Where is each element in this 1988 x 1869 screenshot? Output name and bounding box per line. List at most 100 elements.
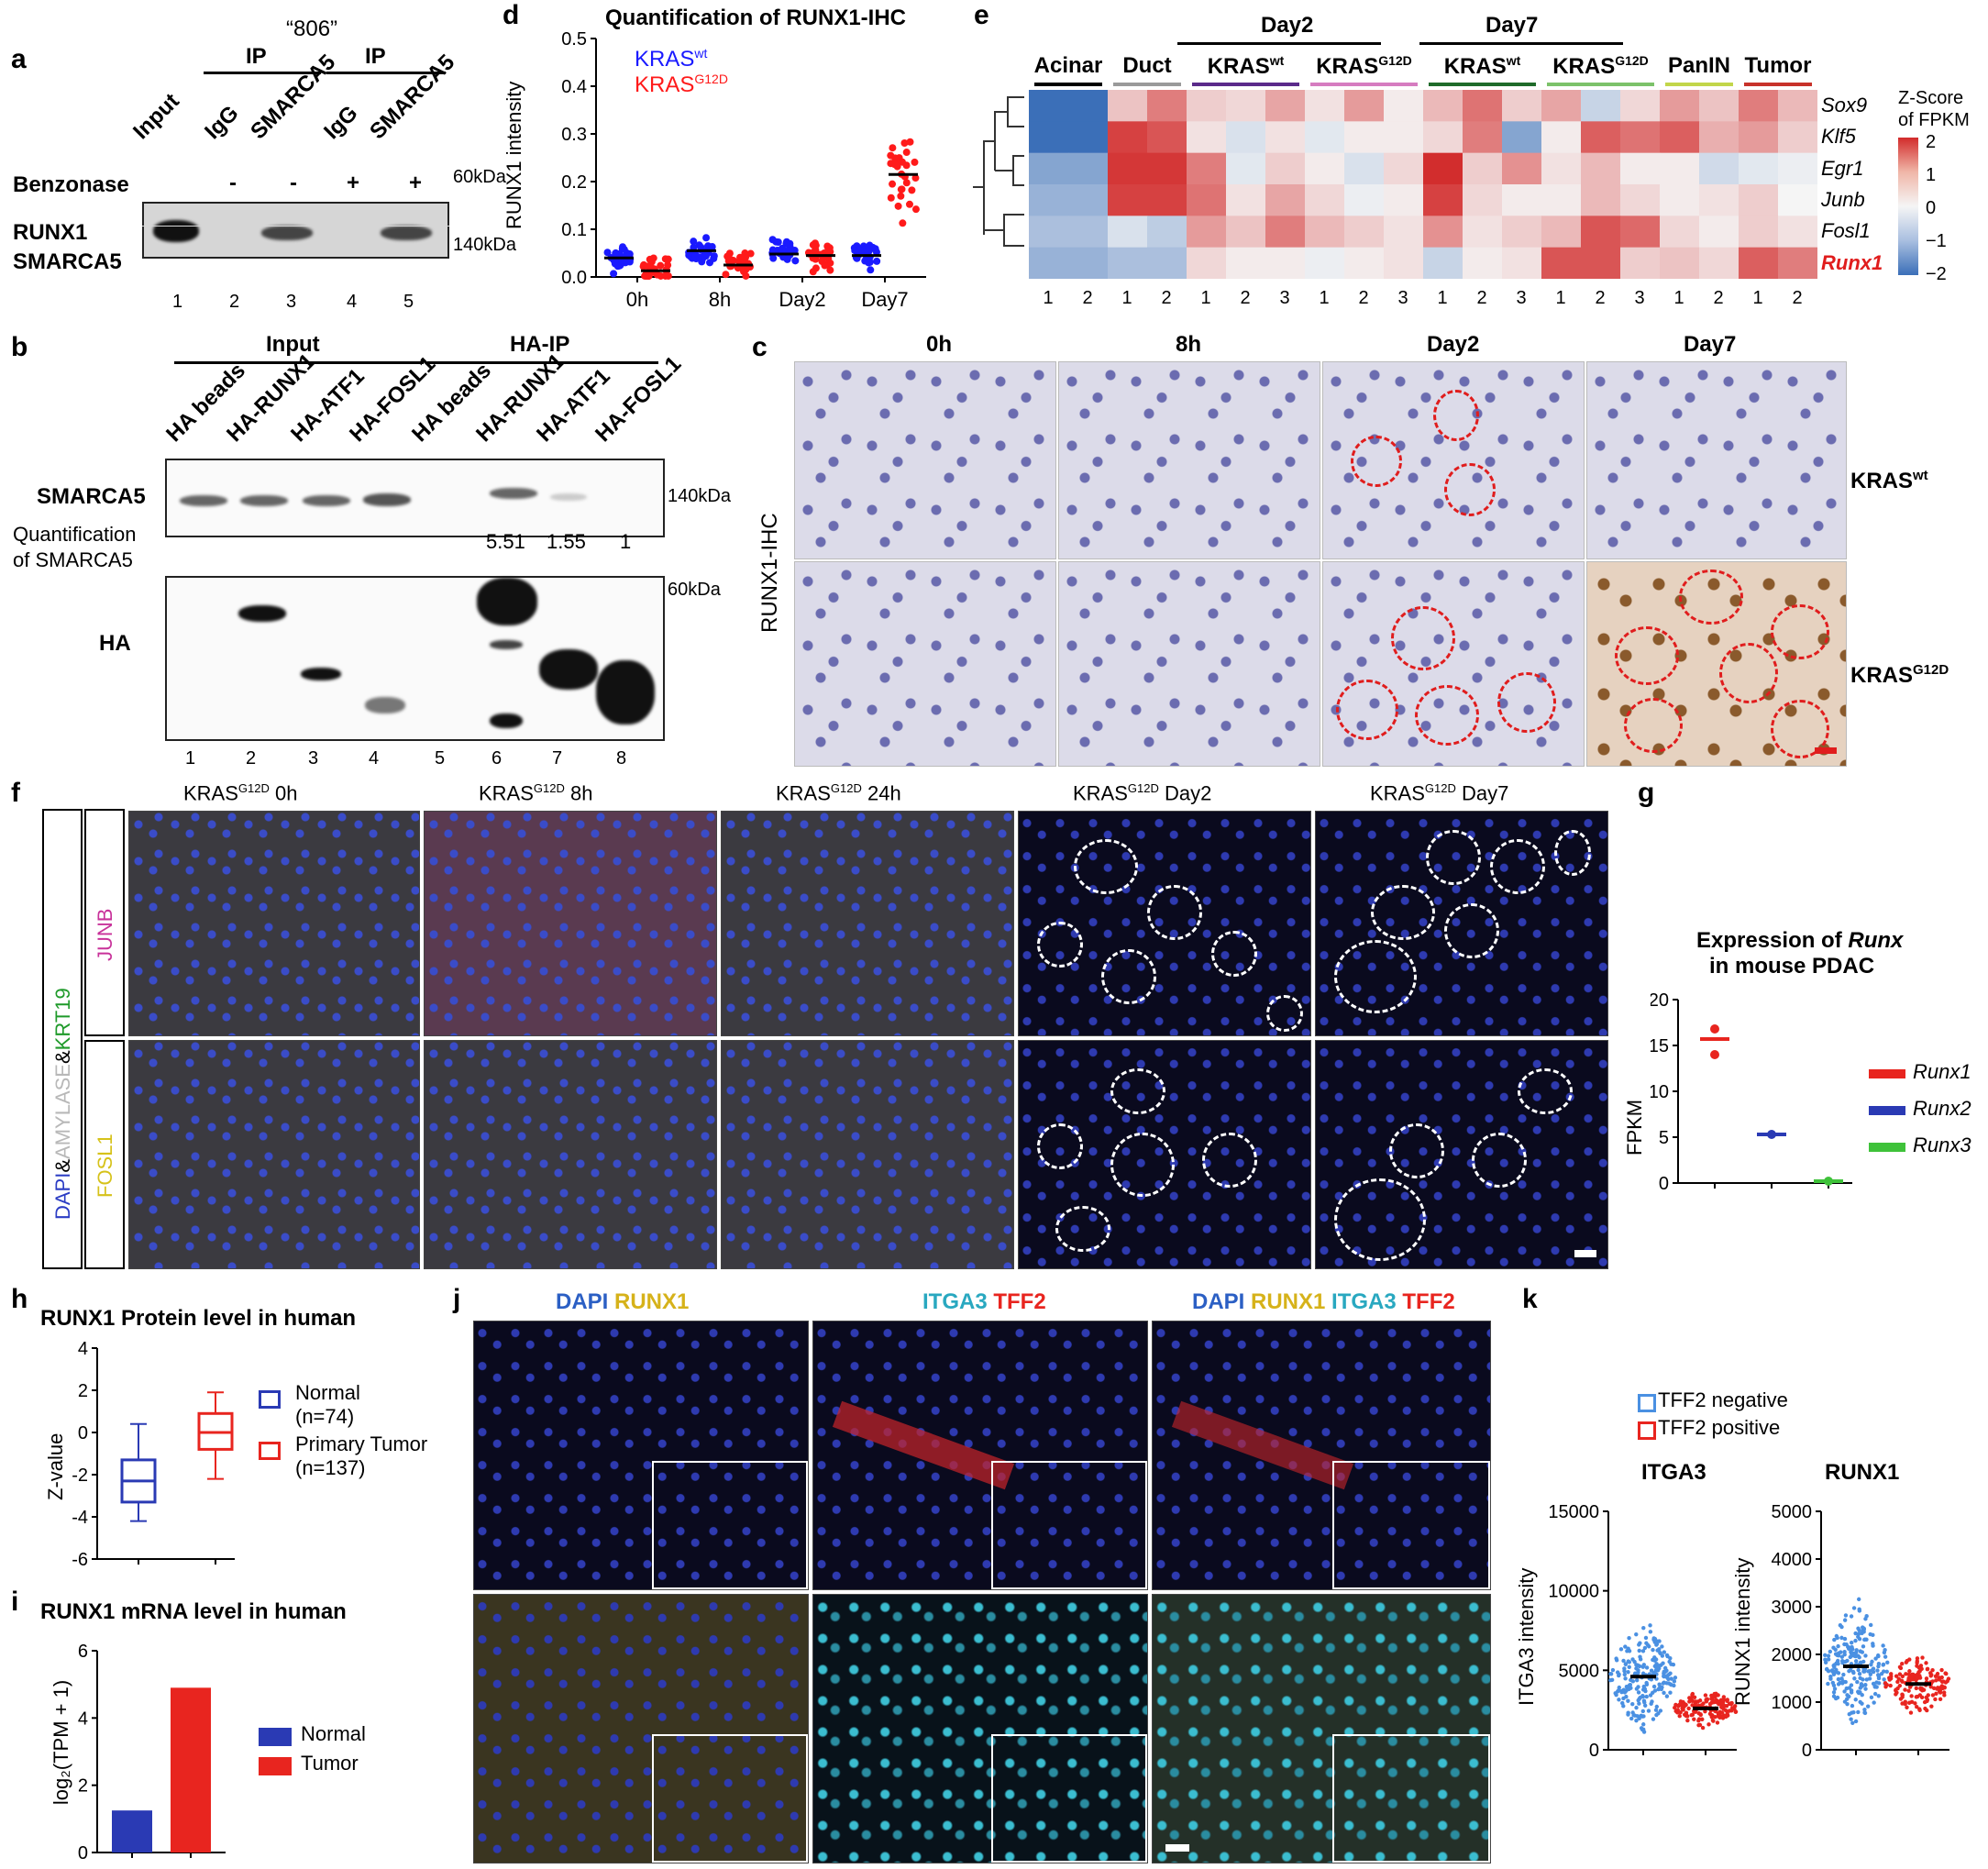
replicate-label: 2 <box>1792 288 1803 308</box>
data-point <box>1824 1177 1833 1186</box>
heatmap-cell <box>1344 121 1385 154</box>
data-point <box>1843 1659 1848 1664</box>
row-label-box <box>84 1040 125 1269</box>
data-point <box>1900 1674 1905 1679</box>
gene-label: Fosl1 <box>1821 219 1871 243</box>
heatmap-cell <box>1029 184 1069 216</box>
replicate-label: 1 <box>1121 288 1132 308</box>
data-point <box>1934 1678 1938 1683</box>
fluor-image <box>721 811 1014 1036</box>
colorbar-tick: 2 <box>1926 132 1937 152</box>
fluor-image <box>1152 1594 1491 1863</box>
gene-label: Runx1 <box>1821 250 1883 274</box>
panel-label-d: d <box>503 0 520 30</box>
legend-label: TFF2 positive <box>1658 1416 1781 1439</box>
data-point <box>1621 1658 1626 1664</box>
data-point <box>1838 1623 1843 1628</box>
benzonase-sign: - <box>229 171 237 195</box>
heatmap-cell <box>1463 184 1503 216</box>
data-point <box>603 249 612 257</box>
data-point <box>1846 1646 1851 1651</box>
heatmap-cell <box>1620 184 1661 216</box>
data-point <box>1714 1699 1719 1705</box>
data-point <box>1858 1686 1862 1690</box>
data-point <box>887 151 895 160</box>
data-point <box>1622 1668 1627 1674</box>
heatmap-cell <box>1620 216 1661 249</box>
data-point <box>1868 1672 1873 1677</box>
heatmap-cell <box>1226 90 1266 122</box>
data-point <box>1637 1642 1641 1647</box>
heatmap-cell <box>1029 90 1069 122</box>
data-point <box>1839 1676 1844 1681</box>
heatmap-cell <box>1187 90 1227 122</box>
row-label-fosl1: FOSL1 <box>94 1134 116 1198</box>
heatmap-cell <box>1541 247 1582 279</box>
data-point <box>1626 1712 1630 1717</box>
data-point <box>1664 1653 1670 1658</box>
data-point <box>1922 1699 1927 1705</box>
smarca5-blot-b <box>165 459 665 537</box>
data-point <box>725 249 734 258</box>
data-point <box>1895 1679 1900 1685</box>
data-point <box>1917 1707 1922 1711</box>
benzonase-sign: + <box>347 171 360 195</box>
data-point <box>1666 1676 1671 1682</box>
data-point <box>1652 1655 1657 1660</box>
heatmap-cell <box>1581 184 1621 216</box>
heatmap-cell <box>1108 121 1148 154</box>
heatmap-cell <box>1660 247 1700 279</box>
data-point <box>887 194 895 202</box>
column-group-label: KRASwt <box>1443 53 1521 79</box>
panel-label-k: k <box>1522 1284 1538 1314</box>
data-point <box>1721 1695 1727 1699</box>
ihc-axis-label: RUNX1-IHC <box>757 513 782 633</box>
data-point <box>1689 1712 1694 1718</box>
data-point <box>1844 1686 1849 1691</box>
heatmap-cell <box>1305 216 1345 249</box>
data-point <box>1616 1689 1620 1694</box>
data-point <box>1648 1623 1652 1628</box>
data-point <box>1644 1694 1649 1699</box>
data-point <box>818 258 826 266</box>
data-point <box>1860 1625 1865 1630</box>
data-point <box>1843 1613 1849 1618</box>
data-point <box>866 241 874 249</box>
data-point <box>890 160 899 169</box>
chart-title-k2: RUNX1 <box>1825 1460 1900 1485</box>
data-point <box>1672 1683 1676 1688</box>
data-point <box>1626 1698 1630 1703</box>
data-point <box>1634 1687 1640 1691</box>
data-point <box>1617 1685 1622 1690</box>
heatmap-cell <box>1423 90 1463 122</box>
lane-number: 3 <box>286 292 297 312</box>
fluor-image <box>1018 811 1311 1036</box>
data-point <box>1842 1636 1848 1642</box>
quant-value: 1.55 <box>547 530 586 553</box>
data-point <box>856 248 864 256</box>
y-tick-label: 20 <box>1651 990 1669 1011</box>
heatmap-cell <box>1226 121 1266 154</box>
data-point <box>1700 1725 1706 1731</box>
panel-label-j: j <box>453 1284 461 1314</box>
data-point <box>1903 1700 1907 1706</box>
data-point <box>1937 1677 1942 1682</box>
data-point <box>695 241 703 249</box>
replicate-label: 1 <box>1437 288 1448 308</box>
fluor-image <box>424 811 717 1036</box>
data-point <box>1622 1672 1627 1677</box>
data-point <box>825 244 834 252</box>
data-point <box>906 138 914 146</box>
heatmap-cell <box>1068 152 1109 185</box>
heatmap-cell <box>1739 216 1779 249</box>
data-point <box>1849 1614 1854 1619</box>
legend-label: TFF2 negative <box>1658 1388 1788 1411</box>
quant-value: 5.51 <box>486 530 525 553</box>
heatmap-cell <box>1029 152 1069 185</box>
data-point <box>1684 1702 1688 1708</box>
fluor-image <box>812 1594 1148 1863</box>
data-point <box>1701 1701 1706 1706</box>
data-point <box>1630 1679 1636 1684</box>
heatmap-cell <box>1187 121 1227 154</box>
